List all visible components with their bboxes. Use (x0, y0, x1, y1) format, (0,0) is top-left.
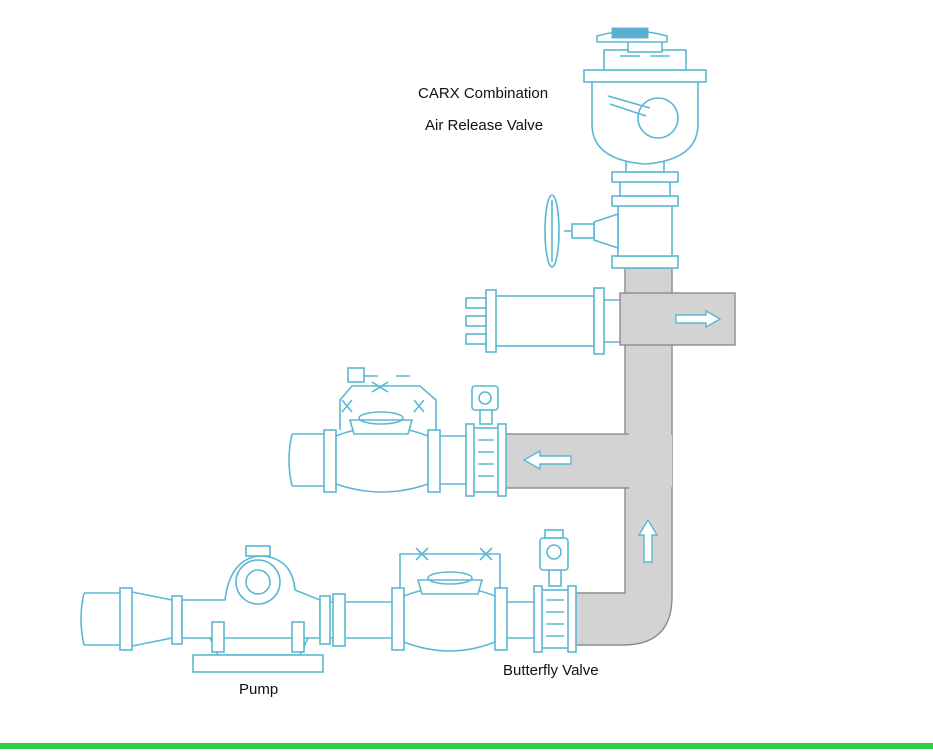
middle-line (288, 367, 507, 497)
lower-control-valve (391, 547, 508, 652)
up-arrow-icon (637, 518, 659, 563)
bottom-line (80, 529, 577, 673)
carx-label-line2: Air Release Valve (425, 117, 544, 134)
middle-inlet-pipe (288, 433, 324, 487)
gate-valve (544, 194, 679, 268)
butterfly-valve-label: Butterfly Valve (503, 662, 599, 679)
inlet-pipe (80, 592, 126, 646)
bottom-accent-bar (0, 743, 933, 749)
middle-control-valve (335, 367, 441, 493)
pump (181, 545, 331, 673)
butterfly-valve (533, 529, 577, 653)
middle-butterfly-valve (465, 385, 507, 497)
right-arrow-icon (675, 309, 722, 329)
side-fitting (465, 287, 620, 355)
carx-air-release-valve (583, 27, 707, 173)
carx-label-line1: CARX Combination (418, 85, 549, 102)
air-release-assembly (544, 27, 707, 269)
pump-label: Pump (239, 681, 279, 698)
left-arrow-icon (522, 449, 572, 471)
